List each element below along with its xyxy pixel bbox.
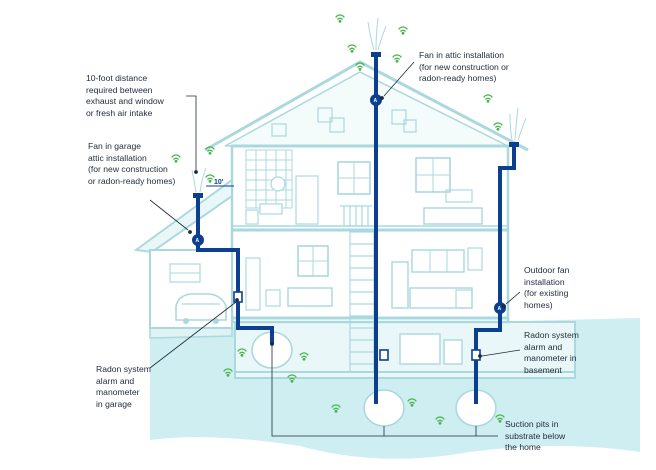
pipe-garage-cap [193,193,203,198]
label-fan-attic: Fan in attic installation (for new const… [419,50,509,84]
kitchen-fridge [391,261,409,309]
living-sofa [287,287,333,307]
staircase [349,231,375,373]
car-wheel [183,318,189,324]
pipe-attic-cap [371,52,381,57]
garage-car [175,293,227,321]
kitchen-oven [455,289,473,309]
house-main-roof [204,60,529,152]
label-alarm-garage: Radon system alarm and manometer in gara… [96,364,151,409]
bathroom-sink [259,203,283,215]
living-door [245,257,261,311]
bedroom-bed [423,207,483,225]
label-alarm-basement: Radon system alarm and manometer in base… [524,330,579,375]
label-ten-foot-distance: 10-foot distance required between exhaus… [86,73,164,118]
living-radiator [265,289,281,307]
kitchen-hood [467,247,483,271]
manometer-garage [233,291,243,303]
exhaust-plume-attic [367,17,387,51]
garage-roof [133,178,233,254]
attic-box [391,109,407,125]
attic-box [317,107,333,123]
attic-box [271,123,287,137]
bathroom-shower [295,175,319,225]
fan-attic [370,94,382,106]
distance-marker-label: 10' [214,179,224,186]
label-fan-garage-attic: Fan in garage attic installation (for ne… [88,141,176,186]
kitchen-counter [409,287,473,309]
suction-pit-center [363,389,405,427]
fan-garage-attic-mark: A [196,238,200,244]
attic-box [329,117,345,133]
fan-attic-mark: A [374,98,378,104]
stair-railing [340,205,372,226]
attic-box [403,119,417,133]
basement-furnace [399,333,441,365]
basement-tank [443,339,463,365]
manometer-center [379,349,389,361]
bathroom-toilet [245,209,259,225]
label-suction-pits: Suction pits in substrate below the home [505,419,566,453]
fan-garage-attic [192,234,204,246]
exhaust-plume-garage [191,167,207,193]
kitchen-cabinets [411,249,465,273]
pipe-outdoor-cap [509,142,519,147]
bathroom-mirror [270,176,286,192]
label-outdoor-fan: Outdoor fan installation (for existing h… [524,265,570,310]
bedroom-shelf [445,189,473,203]
exhaust-plume-outdoor [509,107,527,141]
leader-lines [149,61,521,437]
pipe-outdoor-stack [474,146,516,404]
fan-outdoor-mark: A [498,306,502,312]
radon-wave-icons [171,14,505,425]
car-wheel [213,318,219,324]
